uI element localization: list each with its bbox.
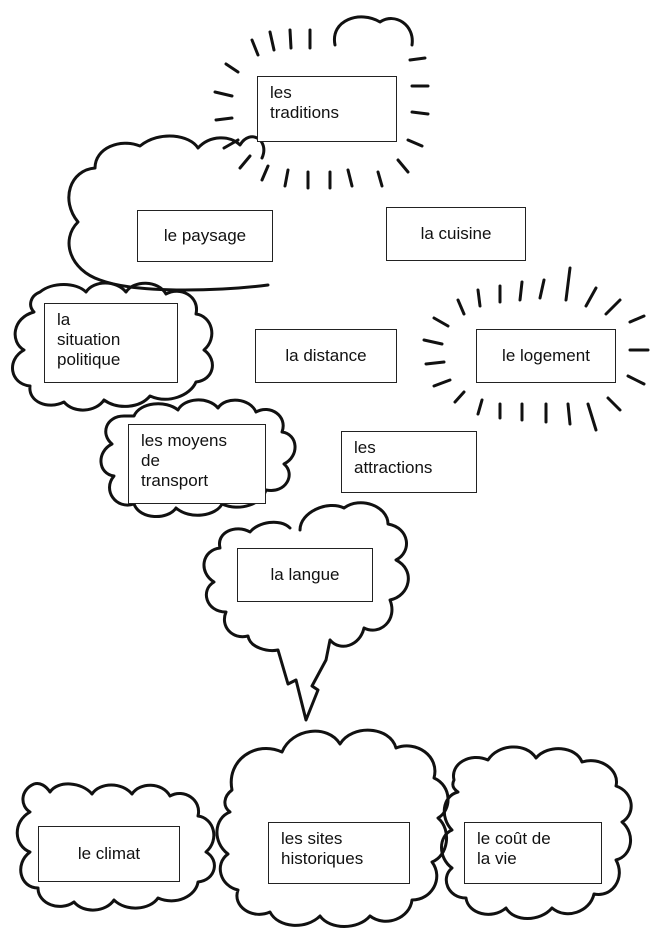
- cloud-situation-politique: [11, 281, 214, 412]
- label-distance: la distance: [255, 329, 397, 383]
- label-cout-vie: le coût de la vie: [464, 822, 602, 884]
- label-situation-politique: la situation politique: [44, 303, 178, 383]
- label-logement: le logement: [476, 329, 616, 383]
- label-traditions: les traditions: [257, 76, 397, 142]
- cloud-moyens-transport: [99, 398, 297, 518]
- label-cuisine: la cuisine: [386, 207, 526, 261]
- label-sites-historiques: les sites historiques: [268, 822, 410, 884]
- storm-cloud-langue: [202, 501, 410, 722]
- label-paysage: le paysage: [137, 210, 273, 262]
- label-climat: le climat: [38, 826, 180, 882]
- label-moyens-transport: les moyens de transport: [128, 424, 266, 504]
- label-langue: la langue: [237, 548, 373, 602]
- label-attractions: les attractions: [341, 431, 477, 493]
- cloud-sites-historiques: [215, 728, 450, 928]
- cloud-cout-vie: [440, 745, 633, 920]
- starburst-logement: [422, 266, 650, 432]
- cloud-climat: [15, 782, 216, 912]
- starburst-traditions: [213, 15, 430, 190]
